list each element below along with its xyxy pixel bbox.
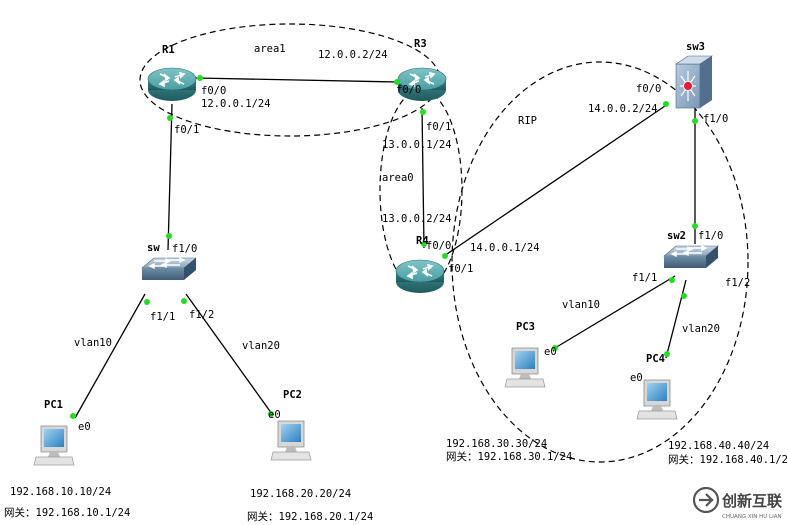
pc4-ip: 192.168.40.40/24: [668, 440, 769, 452]
port-dot: [669, 277, 675, 283]
pc1-e0-label: e0: [78, 421, 91, 433]
pc4-gateway: 网关：192.168.40.1/24: [668, 453, 788, 466]
vlan20-left-label: vlan20: [242, 340, 280, 352]
sw-f10-label: f1/0: [172, 243, 197, 255]
port-dot: [664, 351, 670, 357]
watermark-logo: 创新互联 CHUANG XIN HU LIAN: [692, 486, 783, 520]
port-dot: [420, 109, 426, 115]
sw2-f10-label: f1/0: [698, 230, 723, 242]
vlan10-right-label: vlan10: [562, 299, 600, 311]
rip-boundary: [451, 61, 749, 463]
link-r1-r3: [195, 77, 399, 83]
r4-f00-label: f0/0: [426, 240, 451, 252]
pc3-label: PC3: [516, 321, 535, 333]
r4-f01-label: f0/1: [448, 263, 473, 275]
port-dot: [692, 223, 698, 229]
link-r1-sw: [167, 103, 173, 251]
l3-switch-sw3-icon[interactable]: [675, 55, 713, 109]
watermark-text: 创新互联: [721, 492, 783, 510]
port-dot: [181, 298, 187, 304]
sw-f11-label: f1/1: [150, 311, 175, 323]
pc2-label: PC2: [283, 389, 302, 401]
port-dot: [268, 411, 274, 417]
pc4-e0-label: e0: [630, 372, 643, 384]
pc1-gateway: 网关：192.168.10.1/24: [4, 506, 130, 519]
port-dot: [442, 253, 448, 259]
port-dot: [144, 299, 150, 305]
link-sw-pc1: [74, 293, 146, 419]
port-dot: [166, 233, 172, 239]
port-dot: [394, 79, 400, 85]
link-r4-sw3: [443, 103, 669, 257]
sw3-ip-label: 14.0.0.2/24: [588, 103, 658, 115]
r4-ip-13-label: 13.0.0.2/24: [382, 213, 452, 225]
link-sw2-pc3: [554, 275, 676, 349]
sw2-f11-label: f1/1: [632, 272, 657, 284]
sw3-f00-label: f0/0: [636, 83, 661, 95]
port-dot: [197, 75, 203, 81]
pc3-gateway: 网关：192.168.30.1/24: [446, 450, 572, 463]
link-sw-pc2: [185, 293, 273, 415]
router-r4-icon[interactable]: [395, 259, 445, 294]
port-dot: [663, 101, 669, 107]
r1-f00-label: f0/0: [201, 85, 226, 97]
pc2-icon[interactable]: [270, 420, 312, 461]
sw3-f10-label: f1/0: [703, 113, 728, 125]
logo-mark-icon: [699, 493, 714, 507]
r1-f01-label: f0/1: [174, 124, 199, 136]
port-dot: [70, 413, 76, 419]
pc1-icon[interactable]: [33, 425, 75, 466]
sw3-label: sw3: [686, 41, 705, 53]
pc2-e0-label: e0: [268, 409, 281, 421]
r3-ip-13-label: 13.0.0.1/24: [382, 139, 452, 151]
vlan20-right-label: vlan20: [682, 323, 720, 335]
port-dot: [692, 118, 698, 124]
r3-label: R3: [414, 38, 427, 50]
switch-sw-icon[interactable]: [141, 257, 197, 281]
router-r1-icon[interactable]: [147, 67, 197, 102]
r1-ip-label: 12.0.0.1/24: [201, 98, 271, 110]
vlan10-left-label: vlan10: [74, 337, 112, 349]
area1-label: area1: [254, 43, 286, 55]
rip-label: RIP: [518, 115, 537, 127]
sw2-f12-label: f1/2: [725, 277, 750, 289]
sw-label: sw: [147, 242, 160, 254]
pc2-gateway: 网关：192.168.20.1/24: [247, 510, 373, 523]
r3-ip-top-label: 12.0.0.2/24: [318, 49, 388, 61]
pc1-ip: 192.168.10.10/24: [10, 486, 111, 498]
pc3-e0-label: e0: [544, 346, 557, 358]
link-sw2-pc4: [665, 279, 687, 359]
r3-f01-label: f0/1: [426, 121, 451, 133]
link-r3-r4: [421, 107, 425, 249]
port-dot: [681, 293, 687, 299]
sw2-label: sw2: [667, 230, 686, 242]
pc4-icon[interactable]: [636, 379, 678, 420]
pc2-ip: 192.168.20.20/24: [250, 488, 351, 500]
r3-f00-label: f0/0: [396, 84, 421, 96]
pc3-icon[interactable]: [504, 347, 546, 388]
switch-sw2-icon[interactable]: [663, 245, 719, 269]
port-dot: [552, 345, 558, 351]
pc3-ip: 192.168.30.30/24: [446, 438, 547, 450]
r1-label: R1: [162, 44, 175, 56]
r4-ip-14-label: 14.0.0.1/24: [470, 242, 540, 254]
sw-f12-label: f1/2: [189, 309, 214, 321]
area0-label: area0: [382, 172, 414, 184]
pc1-label: PC1: [44, 399, 63, 411]
pc4-label: PC4: [646, 353, 665, 365]
watermark-subtext: CHUANG XIN HU LIAN: [722, 514, 782, 520]
port-dot: [421, 241, 427, 247]
port-dot: [167, 115, 173, 121]
r4-label: R4: [416, 235, 429, 247]
